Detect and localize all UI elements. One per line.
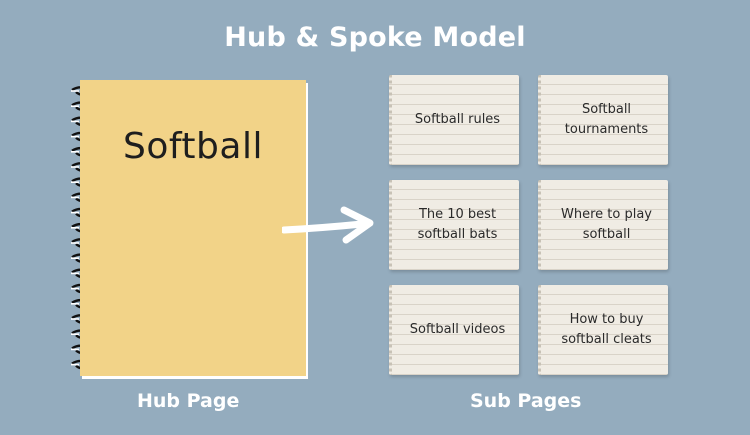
sub-pages-caption: Sub Pages xyxy=(470,390,582,412)
sub-page-label: Where to play softball xyxy=(561,207,652,242)
sub-page-label: Softball videos xyxy=(409,322,506,337)
sub-page-note: Where to play softball xyxy=(538,180,668,270)
diagram-title: Hub & Spoke Model xyxy=(224,22,526,53)
hub-notebook: Softball xyxy=(80,80,306,376)
sub-page-label: How to buy softball cleats xyxy=(561,312,652,347)
sub-page-note: Softball rules xyxy=(389,75,519,165)
sub-page-label: Softball tournaments xyxy=(564,102,649,137)
sub-page-label: The 10 best softball bats xyxy=(417,207,498,242)
hub-label: Softball xyxy=(123,126,263,167)
sub-page-label: Softball rules xyxy=(414,112,501,127)
hub-caption: Hub Page xyxy=(137,390,240,412)
sub-page-note: Softball videos xyxy=(389,285,519,375)
sub-page-note: How to buy softball cleats xyxy=(538,285,668,375)
sub-page-note: The 10 best softball bats xyxy=(389,180,519,270)
sub-page-note: Softball tournaments xyxy=(538,75,668,165)
right-arrow-icon xyxy=(282,206,374,244)
